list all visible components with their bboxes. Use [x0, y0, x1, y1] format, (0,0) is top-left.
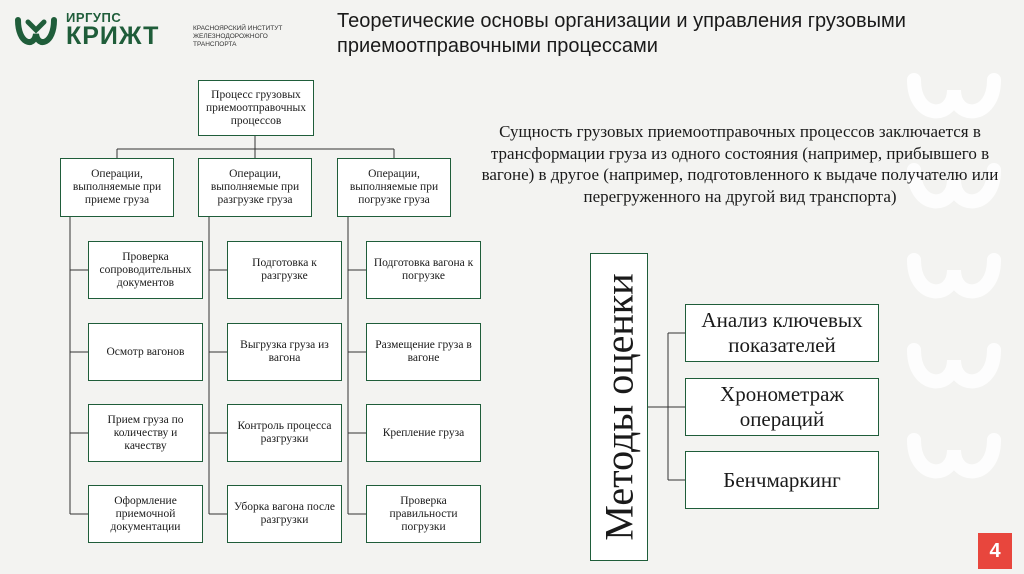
page-number: 4 [978, 533, 1012, 569]
load-item-4: Проверка правильности погрузки [366, 485, 481, 543]
unload-item-2: Выгрузка груза из вагона [227, 323, 342, 381]
receive-item-1: Проверка сопроводительных документов [88, 241, 203, 299]
method-timing: Хронометраж операций [685, 378, 879, 436]
receive-item-2: Осмотр вагонов [88, 323, 203, 381]
methods-title-box: Методы оценки [590, 253, 648, 561]
load-item-1: Подготовка вагона к погрузке [366, 241, 481, 299]
unload-item-3: Контроль процесса разгрузки [227, 404, 342, 462]
branch-load: Операции, выполняемые при погрузке груза [337, 158, 451, 217]
tree-root: Процесс грузовых приемоотправочных проце… [198, 80, 314, 136]
load-item-3: Крепление груза [366, 404, 481, 462]
unload-item-1: Подготовка к разгрузке [227, 241, 342, 299]
load-item-2: Размещение груза в вагоне [366, 323, 481, 381]
essence-text: Сущность грузовых приемоотправочных проц… [470, 121, 1010, 207]
receive-item-4: Оформление приемочной документации [88, 485, 203, 543]
method-key-indicators: Анализ ключевых показателей [685, 304, 879, 362]
methods-title: Методы оценки [596, 273, 643, 540]
unload-item-4: Уборка вагона после разгрузки [227, 485, 342, 543]
branch-unload: Операции, выполняемые при разгрузке груз… [198, 158, 312, 217]
method-benchmarking: Бенчмаркинг [685, 451, 879, 509]
receive-item-3: Прием груза по количеству и качеству [88, 404, 203, 462]
branch-receive: Операции, выполняемые при приеме груза [60, 158, 174, 217]
